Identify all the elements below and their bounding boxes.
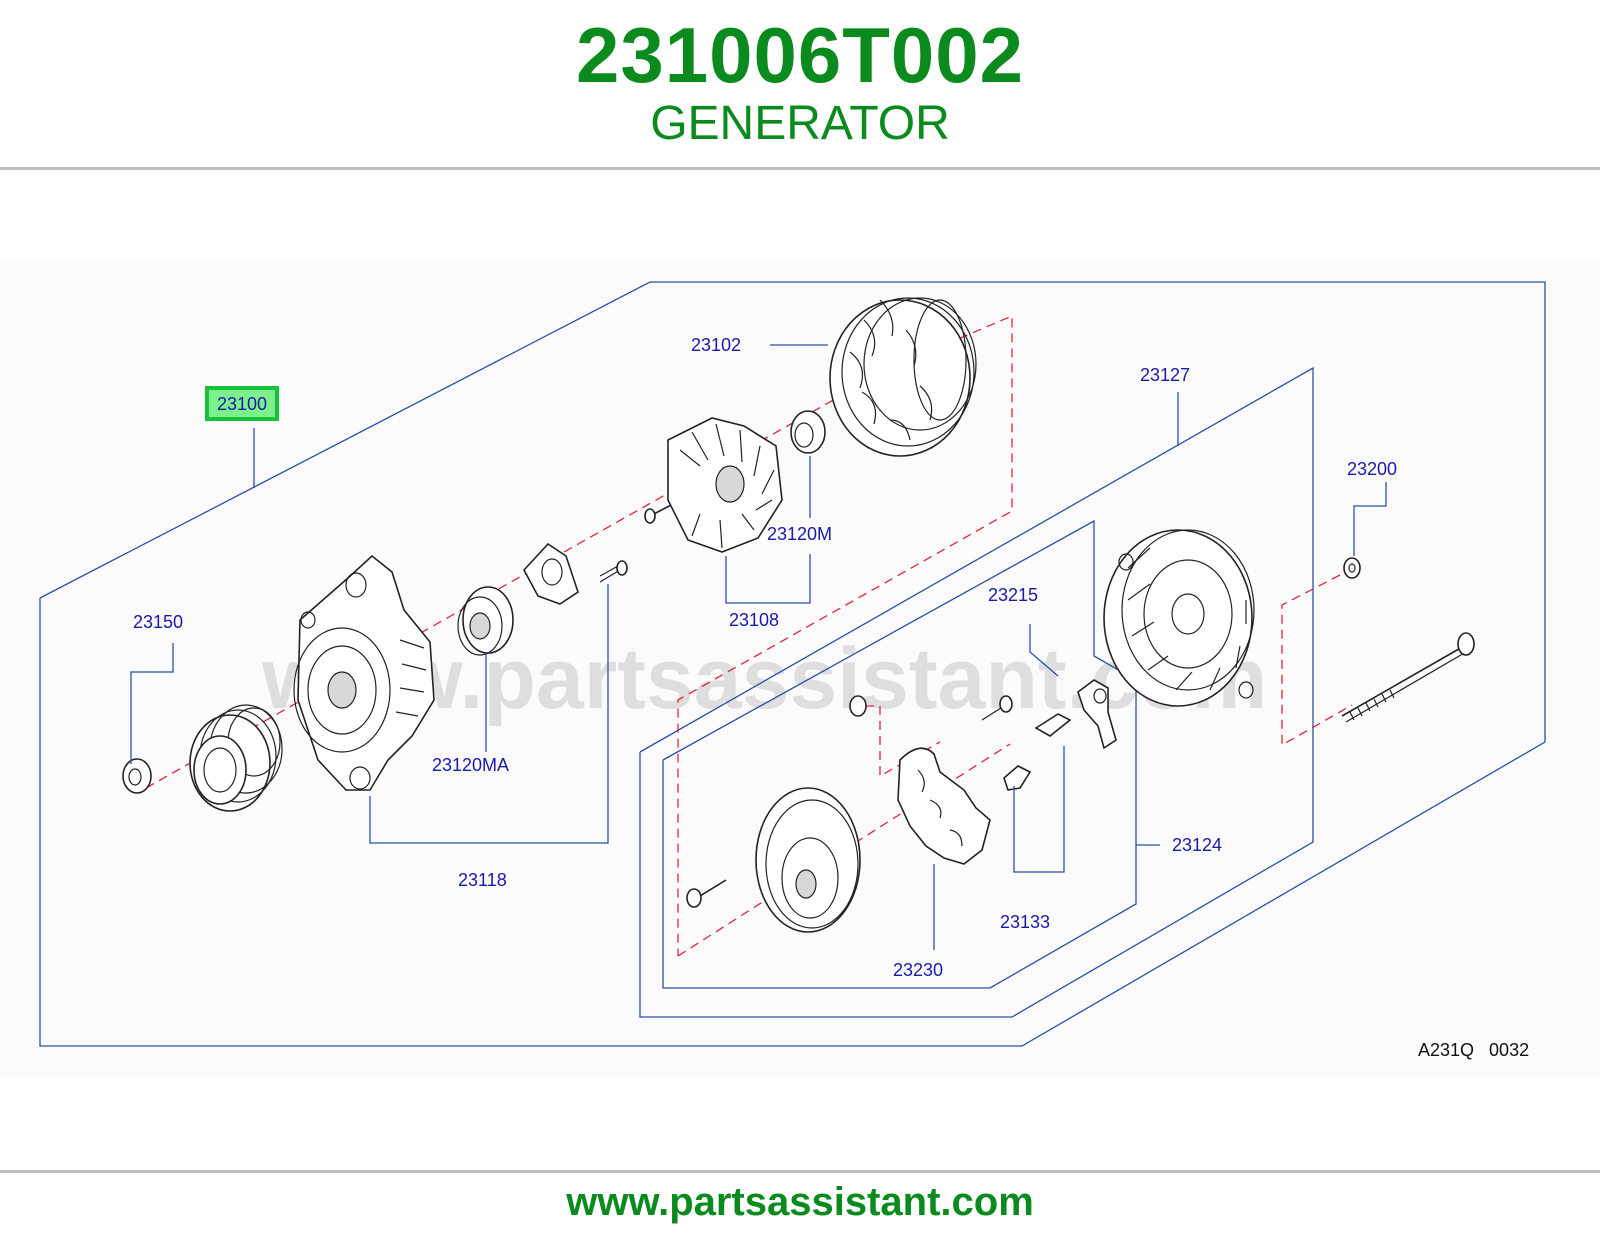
frame-23100 bbox=[39, 281, 1546, 1047]
callout-23200[interactable]: 23200 bbox=[1347, 459, 1397, 479]
axis-stator-box bbox=[677, 315, 1013, 956]
frame-23127 bbox=[639, 366, 1314, 1018]
rectifier-plate-part bbox=[897, 747, 991, 865]
page-header: 231006T002 GENERATOR bbox=[0, 0, 1600, 170]
brush-part bbox=[1003, 713, 1072, 791]
pulley-part bbox=[189, 704, 283, 812]
callout-23108[interactable]: 23108 bbox=[729, 610, 779, 630]
small-nut-part bbox=[849, 695, 867, 717]
leader-23200 bbox=[1353, 482, 1387, 556]
rotor-part bbox=[644, 417, 783, 553]
callout-23120MA[interactable]: 23120MA bbox=[432, 755, 509, 775]
front-bearing-part bbox=[457, 586, 514, 656]
callout-23124[interactable]: 23124 bbox=[1172, 835, 1222, 855]
footer-divider bbox=[0, 1170, 1600, 1173]
frame-23124 bbox=[662, 519, 1137, 989]
leader-23118 bbox=[369, 584, 609, 844]
rear-bearing-part bbox=[790, 410, 826, 454]
callout-23100[interactable]: 23100 bbox=[217, 394, 267, 414]
axis-front bbox=[145, 367, 891, 789]
brush-holder-part bbox=[1077, 679, 1117, 750]
callout-23150[interactable]: 23150 bbox=[133, 612, 183, 632]
terminal-screw-part bbox=[981, 695, 1013, 721]
bearing-retainer-plate-part bbox=[523, 542, 579, 605]
callout-23133[interactable]: 23133 bbox=[1000, 912, 1050, 932]
callout-23120M[interactable]: 23120M bbox=[767, 524, 832, 544]
retainer-screw-part bbox=[599, 560, 628, 583]
rear-cover-nut-part bbox=[1343, 557, 1361, 579]
part-name-subtitle: GENERATOR bbox=[650, 97, 950, 150]
diagram-reference-code: A231Q 0032 bbox=[1418, 1040, 1529, 1060]
through-bolt-part bbox=[1341, 632, 1475, 723]
leader-23150 bbox=[130, 643, 174, 764]
rear-cover-part bbox=[755, 787, 861, 933]
callout-23102[interactable]: 23102 bbox=[691, 335, 741, 355]
rear-housing-part bbox=[1103, 529, 1255, 707]
leader-23133 bbox=[1013, 746, 1065, 873]
callout-23127[interactable]: 23127 bbox=[1140, 365, 1190, 385]
callout-23118[interactable]: 23118 bbox=[458, 870, 507, 890]
footer-site-link[interactable]: www.partsassistant.com bbox=[566, 1180, 1034, 1224]
leader-23108 bbox=[725, 554, 811, 604]
front-housing-part bbox=[293, 554, 435, 791]
callout-23230[interactable]: 23230 bbox=[893, 960, 943, 980]
axis-bolt bbox=[1281, 574, 1353, 747]
callout-23215[interactable]: 23215 bbox=[988, 585, 1038, 605]
part-number-title: 231006T002 bbox=[575, 11, 1025, 99]
rear-cover-bolt-part bbox=[686, 879, 727, 908]
leader-23215 bbox=[1029, 624, 1059, 677]
header-divider bbox=[0, 167, 1600, 170]
callout-highlight-23100[interactable] bbox=[205, 386, 279, 421]
front-nut-part bbox=[122, 758, 152, 794]
stator-part bbox=[829, 297, 977, 457]
